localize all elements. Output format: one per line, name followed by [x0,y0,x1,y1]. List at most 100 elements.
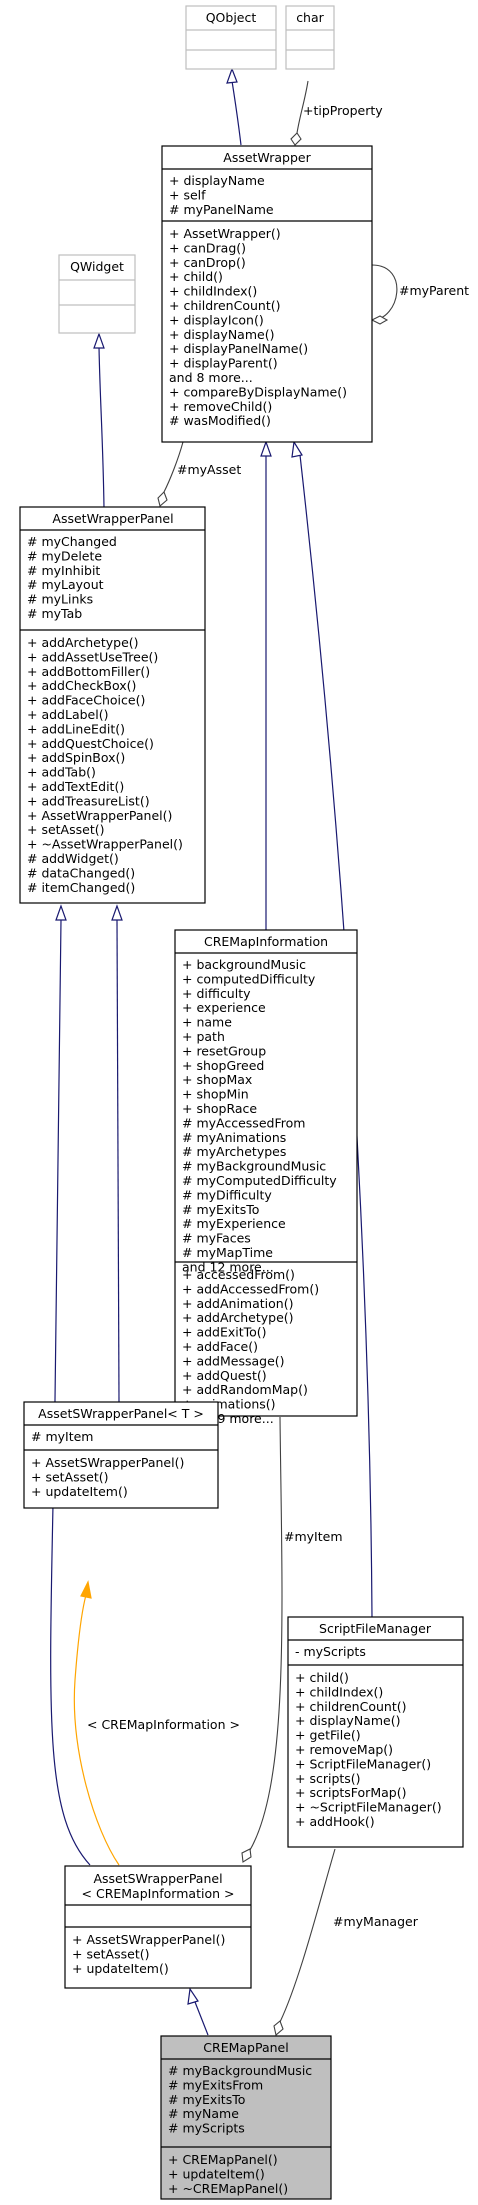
edge-char-tipproperty [296,80,309,134]
class-method: # dataChanged() [27,865,135,880]
edges: +tipProperty #myParent #myAsset < CREMap… [50,67,469,2037]
attribute-list: + backgroundMusic+ computedDifficulty+ d… [182,957,337,1274]
class-attribute: # myFaces [182,1231,251,1246]
method-list: + AssetSWrapperPanel()+ setAsset()+ upda… [31,1455,184,1499]
class-method: + displayIcon() [169,312,264,327]
class-method: # addWidget() [27,851,119,866]
class-method: + child() [169,269,223,284]
class-method: + addAssetUseTree() [27,649,158,664]
class-attribute: # myComputedDifficulty [182,1173,337,1188]
class-attribute: + name [182,1015,232,1030]
class-method: + canDrop() [169,255,246,270]
class-title: AssetSWrapperPanel< T > [38,1406,204,1421]
class-method: + addExitTo() [182,1325,267,1340]
method-list: + child()+ childIndex()+ childrenCount()… [295,1670,442,1829]
class-method: + removeChild() [169,399,272,414]
edge-myasset [163,441,184,493]
class-char[interactable]: char [285,5,335,70]
edge-label-mymanager: #myManager [333,1914,419,1929]
class-box [23,1401,219,1509]
class-attribute: - myScripts [295,1644,366,1659]
class-attribute: # myName [168,2106,239,2121]
class-attribute: # myExitsFrom [168,2077,263,2092]
class-attribute: + resetGroup [182,1043,266,1058]
class-box [287,1616,464,1848]
class-method: + accessedFrom() [182,1267,295,1282]
edge-assetswrapperpanel-t-assetwrapperpanel [116,919,120,1403]
edge-label-tipproperty: +tipProperty [303,103,383,118]
inheritance-arrowhead [55,904,67,921]
class-title: CREMapPanel [203,2040,288,2055]
class-qwidget[interactable]: QWidget [58,254,136,334]
class-method: + displayName() [169,327,274,342]
edge-cremappanel-assetswrapperpanel-cre [194,2001,209,2036]
class-method: + child() [295,1670,349,1685]
class-title: CREMapInformation [204,934,328,949]
class-attribute: # myAnimations [182,1130,286,1145]
inheritance-arrowhead [291,440,303,458]
class-method: + ScriptFileManager() [295,1756,431,1771]
inheritance-arrowhead [93,332,105,349]
class-method: and 8 more... [169,370,253,385]
class-method: + addQuestChoice() [27,736,154,751]
class-qobject[interactable]: QObject [185,5,277,70]
class-cremapinformation[interactable]: CREMapInformation + backgroundMusic+ com… [174,929,358,1426]
class-method: + addTreasureList() [27,793,150,808]
class-method: + addSpinBox() [27,750,125,765]
class-attribute: # myDelete [27,548,102,563]
class-assetswrapperpanel-cremapinformation[interactable]: AssetSWrapperPanel < CREMapInformation >… [64,1865,252,1989]
edge-mymanager [279,1848,336,2023]
class-attribute: # myMapTime [182,1245,273,1260]
class-method: + addLabel() [27,707,108,722]
class-attribute: # myLinks [27,592,93,607]
edge-assetswrapperpanel-cre-assetwrapperpanel [50,919,91,1866]
class-attribute: + shopMax [182,1072,252,1087]
class-attribute: + self [169,187,206,202]
class-method: + childrenCount() [169,298,280,313]
class-assetswrapperpanel-t[interactable]: AssetSWrapperPanel< T > # myItem + Asset… [23,1401,219,1509]
class-attribute: + backgroundMusic [182,957,306,972]
edge-template-instantiation [73,1594,120,1866]
class-method: + addCheckBox() [27,678,136,693]
class-method: + getFile() [295,1728,361,1743]
class-attribute: # myScripts [168,2121,245,2136]
class-title-line-2: < CREMapInformation > [82,1886,235,1901]
edge-label-myitem: #myItem [284,1529,343,1544]
class-attribute: + shopMin [182,1087,249,1102]
class-method: + canDrag() [169,240,246,255]
class-method: + addLineEdit() [27,721,125,736]
class-method: + setAsset() [31,1469,108,1484]
attribute-list: # myChanged# myDelete# myInhibit# myLayo… [27,534,117,621]
edge-myitem [249,1416,283,1851]
class-attribute: # myTab [27,606,82,621]
method-list: + addArchetype()+ addAssetUseTree()+ add… [27,635,183,895]
class-assetwrapper[interactable]: AssetWrapper + displayName+ self# myPane… [161,145,373,443]
class-assetwrapperpanel[interactable]: AssetWrapperPanel # myChanged# myDelete#… [19,506,206,904]
class-method: + ~CREMapPanel() [168,2181,288,2196]
class-scriptfilemanager[interactable]: ScriptFileManager - myScripts + child()+… [287,1616,464,1848]
class-attribute: # myBackgroundMusic [168,2063,312,2078]
edge-label-myparent: #myParent [399,283,469,298]
class-method: + setAsset() [27,822,104,837]
class-method: + addBottomFiller() [27,664,150,679]
class-attribute: # myExitsTo [168,2092,245,2107]
class-attribute: # myInhibit [27,563,100,578]
class-method: + addArchetype() [27,635,139,650]
class-method: + addFaceChoice() [27,693,145,708]
class-attribute: # myDifficulty [182,1187,272,1202]
class-method: + CREMapPanel() [168,2152,278,2167]
class-method: + childrenCount() [295,1699,406,1714]
class-cremappanel[interactable]: CREMapPanel # myBackgroundMusic# myExits… [160,2035,332,2200]
class-method: + displayParent() [169,356,278,371]
inheritance-arrowhead [226,67,238,84]
class-method: + removeMap() [295,1742,393,1757]
class-method: + displayPanelName() [169,341,308,356]
class-attribute: + shopRace [182,1101,257,1116]
attribute-list: # myItem [31,1429,93,1444]
aggregation-diamond [241,1848,252,1863]
class-box [58,254,136,334]
class-method: + ~AssetWrapperPanel() [27,837,183,852]
class-attribute: # myArchetypes [182,1144,286,1159]
class-method: + setAsset() [72,1946,149,1961]
